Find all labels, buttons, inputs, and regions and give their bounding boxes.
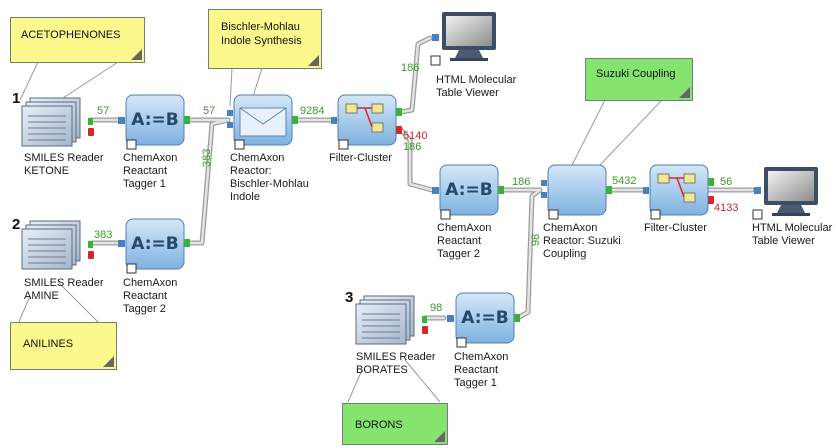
note-pointers	[17, 61, 663, 403]
tagger-2-icon-text: A:=B	[126, 219, 184, 269]
caption-tagger-2: ChemAxon Reactant Tagger 2	[123, 277, 178, 315]
tagger-2b-label: A:=B	[445, 180, 493, 200]
count-filter1-rejected: 5140	[403, 130, 428, 142]
note-acetophenones-text: ACETOPHENONES	[21, 29, 121, 41]
caption-html-viewer-1: HTML Molecular Table Viewer	[436, 74, 517, 99]
count-bischler-out: 9284	[300, 105, 325, 117]
tagger-2b-node-icon[interactable]	[432, 164, 504, 220]
filter-cluster-1-node-icon[interactable]	[331, 94, 402, 150]
caption-filter-cluster-2: Filter-Cluster	[644, 222, 707, 234]
caption-reactor-suzuki: ChemAxon Reactor: Suzuki Coupling	[543, 222, 621, 260]
step-number-2: 2	[12, 216, 21, 233]
count-tagger2b-out: 186	[512, 176, 531, 188]
step-number-1: 1	[12, 90, 21, 107]
note-fold-icon	[131, 49, 142, 60]
count-borates-out: 98	[430, 302, 443, 314]
tagger-1b-node-icon[interactable]	[447, 292, 520, 348]
count-ketone-out: 57	[97, 105, 110, 117]
note-fold-icon	[679, 87, 690, 98]
reactor-bischler-node-icon[interactable]	[227, 94, 298, 150]
note-fold-icon	[103, 356, 114, 367]
tagger-2-label: A:=B	[131, 234, 179, 254]
tagger-2b-icon-text: A:=B	[440, 165, 498, 215]
html-viewer-1-monitor-icon[interactable]	[430, 12, 496, 66]
count-filter1-upper: 186	[401, 62, 420, 74]
smiles-reader-amine-icon[interactable]	[21, 220, 94, 270]
note-anilines[interactable]: ANILINES	[10, 322, 117, 370]
caption-smiles-amine: SMILES Reader AMINE	[24, 277, 104, 302]
smiles-reader-ketone-icon[interactable]	[21, 97, 94, 147]
caption-html-viewer-2: HTML Molecular Table Viewer	[752, 222, 833, 247]
count-tagger1-out: 57	[203, 105, 216, 117]
html-viewer-2-monitor-icon[interactable]	[752, 167, 818, 220]
tagger-1-icon-text: A:=B	[126, 95, 184, 145]
note-borons[interactable]: BORONS	[342, 403, 448, 445]
note-borons-text: BORONS	[355, 419, 403, 431]
caption-tagger-1: ChemAxon Reactant Tagger 1	[123, 152, 178, 190]
count-tagger1b-out: 98	[530, 233, 542, 246]
step-number-3: 3	[345, 289, 354, 306]
caption-smiles-ketone: SMILES Reader KETONE	[24, 152, 104, 177]
count-filter1-lower: 186	[403, 141, 422, 153]
filter-cluster-2-node-icon[interactable]	[643, 164, 714, 220]
caption-tagger-2b: ChemAxon Reactant Tagger 2	[437, 222, 492, 260]
note-fold-icon	[308, 55, 319, 66]
caption-reactor-bischler: ChemAxon Reactor: Bischler-Mohlau Indole	[230, 152, 309, 203]
count-tagger2-out: 383	[201, 148, 213, 167]
caption-smiles-borates: SMILES Reader BORATES	[356, 351, 436, 376]
count-filter2-out: 56	[720, 176, 733, 188]
caption-filter-cluster-1: Filter-Cluster	[329, 152, 392, 164]
tagger-1-node-icon[interactable]	[118, 94, 190, 150]
tagger-2-node-icon[interactable]	[118, 218, 190, 274]
tagger-1-label: A:=B	[131, 110, 179, 130]
note-anilines-text: ANILINES	[23, 338, 74, 350]
smiles-reader-borates-icon[interactable]	[355, 295, 428, 345]
count-suzuki-out: 5432	[612, 175, 637, 187]
reactor-suzuki-node-icon[interactable]	[541, 164, 612, 220]
tagger-1b-label: A:=B	[461, 308, 509, 328]
note-acetophenones[interactable]: ACETOPHENONES	[10, 17, 145, 63]
note-suzuki[interactable]: Suzuki Coupling	[585, 58, 693, 101]
connectors	[89, 35, 755, 321]
note-bischler[interactable]: Bischler-Mohlau Indole Synthesis	[208, 9, 322, 69]
note-suzuki-text: Suzuki Coupling	[596, 68, 676, 80]
note-fold-icon	[434, 431, 445, 442]
tagger-1b-icon-text: A:=B	[456, 293, 514, 343]
count-amine-out: 383	[94, 229, 113, 241]
count-filter2-rejected: 4133	[714, 202, 739, 214]
note-bischler-text: Bischler-Mohlau Indole Synthesis	[221, 21, 302, 47]
caption-tagger-1b: ChemAxon Reactant Tagger 1	[454, 351, 509, 389]
